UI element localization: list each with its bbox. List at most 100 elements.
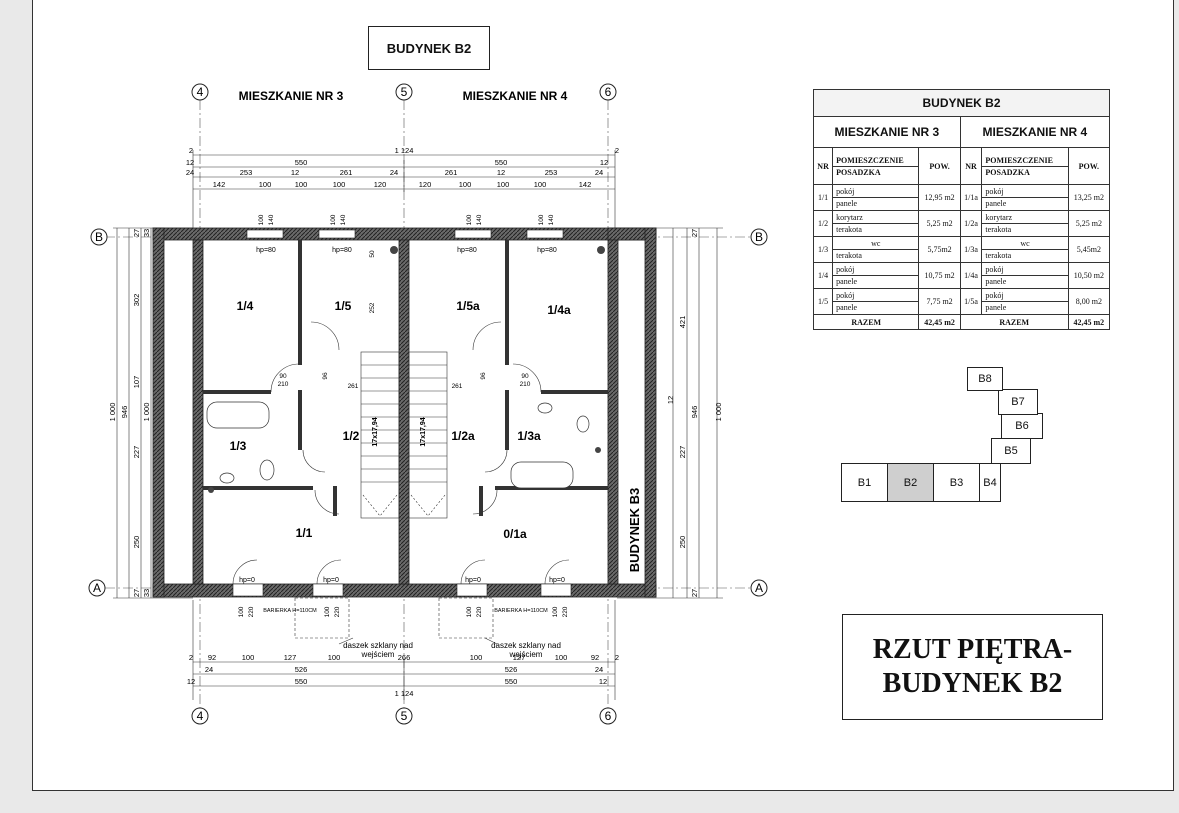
canopy-note-left-line1: daszek szklany nad <box>343 641 413 650</box>
row-area-4: 8,00 m2 <box>1067 288 1111 315</box>
dim-96-right: 96 <box>480 372 487 380</box>
dim-100-bottom-d: 100 <box>555 653 568 662</box>
col-area-3: POW. <box>918 147 961 185</box>
dim-100-bottom-a: 100 <box>242 653 255 662</box>
dim-2-bottom-left: 2 <box>189 653 193 662</box>
dim-142-right: 142 <box>579 180 592 189</box>
table-title: BUDYNEK B2 <box>813 89 1110 117</box>
room-1-4-label: 1/4 <box>237 299 254 313</box>
vent-icon-right <box>597 246 605 254</box>
dim-253-left: 253 <box>240 168 253 177</box>
barrier-label-left: BARIERKA H=110CM <box>263 608 317 614</box>
row-nr-3: 1/5 <box>812 288 834 315</box>
dim-142: 142 <box>213 180 226 189</box>
col-nr-3: NR <box>812 147 834 185</box>
row-floor-name: panele <box>985 277 1007 286</box>
neighbour-building-label: BUDYNEK B3 <box>627 488 642 573</box>
dim-27-left-top: 27 <box>132 229 141 237</box>
dim-526-right: 526 <box>505 665 518 674</box>
right-dimension-labels: 421 12 227 250 946 1 000 27 27 <box>666 229 723 597</box>
axis-4-top-label: 4 <box>197 85 204 99</box>
flat-4-label: MIESZKANIE NR 4 <box>463 89 568 103</box>
key-plan-b8: B8 <box>967 367 1003 391</box>
key-plan-b7: B7 <box>998 389 1038 415</box>
row-nr-4: 1/4a <box>959 262 983 289</box>
dim-total-left: 1 000 <box>108 403 117 422</box>
axis-6-bottom-label: 6 <box>605 709 612 723</box>
col-room-4-line2: POSADZKA <box>985 167 1030 177</box>
row-area-4: 10,50 m2 <box>1067 262 1111 289</box>
axis-b-left-marker <box>90 228 108 246</box>
dim-127-left: 127 <box>284 653 297 662</box>
dim-421: 421 <box>678 316 687 329</box>
row-room-name: wc <box>982 238 1068 250</box>
axis-a-left-marker <box>88 579 106 597</box>
row-floor-name: panele <box>836 303 858 312</box>
col-room-3-line1: POMIESZCZENIE <box>833 155 919 167</box>
table-flat-4-header: MIESZKANIE NR 4 <box>959 116 1111 148</box>
stairs-right-label: 17x17,94 <box>420 417 427 446</box>
row-room-name: pokój <box>833 186 919 198</box>
door-swings <box>232 321 570 585</box>
sum-value-4: 42,45 m2 <box>1067 314 1111 330</box>
dim-24-mid-left: 24 <box>390 168 398 177</box>
bathroom-fixtures <box>206 401 590 489</box>
fixture-icons <box>208 246 605 493</box>
dim-92-right: 92 <box>591 653 599 662</box>
dim-2-bottom-right: 2 <box>615 653 619 662</box>
row-nr-3: 1/3 <box>812 236 834 263</box>
axis-a-right-label: A <box>755 581 763 595</box>
dim-24-bottom-left: 24 <box>205 665 213 674</box>
hp-80-label-3: hp=80 <box>457 247 477 254</box>
row-area-3: 12,95 m2 <box>918 184 961 211</box>
dim-2-top-right: 2 <box>615 146 619 155</box>
row-room-name: pokój <box>833 264 919 276</box>
left-dimension-labels: 1 000 946 302 107 227 250 27 27 33 33 1 … <box>108 229 151 597</box>
table-flat-3-header: MIESZKANIE NR 3 <box>813 116 961 148</box>
dim-140-win-2: 140 <box>340 214 347 225</box>
dim-24-top-right: 24 <box>595 168 603 177</box>
dim-100-a: 100 <box>259 180 272 189</box>
dim-100-bottom-c: 100 <box>470 653 483 662</box>
table-sum-row: RAZEM 42,45 m2 RAZEM 42,45 m2 <box>812 314 1111 330</box>
room-1-5a-label: 1/5a <box>456 299 480 313</box>
dim-220-door-a: 220 <box>248 606 255 617</box>
canopy-note-left-line2: wejściem <box>361 650 395 659</box>
dim-12-bottom-right: 12 <box>599 677 607 686</box>
canopy-note-right-line2: wejściem <box>509 650 543 659</box>
floor-plan: 4 5 6 4 5 6 B B A A MIESZKANIE NR 3 MIES… <box>88 83 768 725</box>
dim-220-door-d: 220 <box>562 606 569 617</box>
hp-0-label-1: hp=0 <box>239 577 255 584</box>
dim-526-left: 526 <box>295 665 308 674</box>
dim-120-left: 120 <box>374 180 387 189</box>
dim-261-left: 261 <box>340 168 353 177</box>
key-plan-b5: B5 <box>991 438 1031 464</box>
dim-100-door-c: 100 <box>466 606 473 617</box>
room-0-1a-label: 0/1a <box>503 527 527 541</box>
dim-550-top-right: 550 <box>495 158 508 167</box>
dim-total-bottom: 1 124 <box>395 689 414 698</box>
dim-210-door-1: 210 <box>278 381 289 388</box>
dim-100-c: 100 <box>333 180 346 189</box>
room-1-2a-label: 1/2a <box>451 429 475 443</box>
sum-value-3: 42,45 m2 <box>918 314 961 330</box>
dim-227-right: 227 <box>678 446 687 459</box>
dim-100-d: 100 <box>459 180 472 189</box>
room-labels: 1/4 1/5 1/5a 1/4a 1/3 1/2 1/2a 1/3a 1/1 … <box>230 299 571 541</box>
plan-title-line1: RZUT PIĘTRA- <box>872 634 1073 665</box>
stairs-left-label: 17x17,94 <box>372 417 379 446</box>
dim-27-right-top: 27 <box>690 229 699 237</box>
dim-100-door-a: 100 <box>238 606 245 617</box>
row-room-name: pokój <box>982 264 1068 276</box>
dim-266: 266 <box>398 653 411 662</box>
dim-90-door-2: 90 <box>521 373 529 380</box>
socket-icon-right <box>595 447 601 453</box>
row-area-3: 7,75 m2 <box>918 288 961 315</box>
row-nr-4: 1/3a <box>959 236 983 263</box>
barrier-labels: BARIERKA H=110CM BARIERKA H=110CM <box>263 608 548 614</box>
canopy-notes: daszek szklany nad wejściem daszek szkla… <box>343 641 561 659</box>
